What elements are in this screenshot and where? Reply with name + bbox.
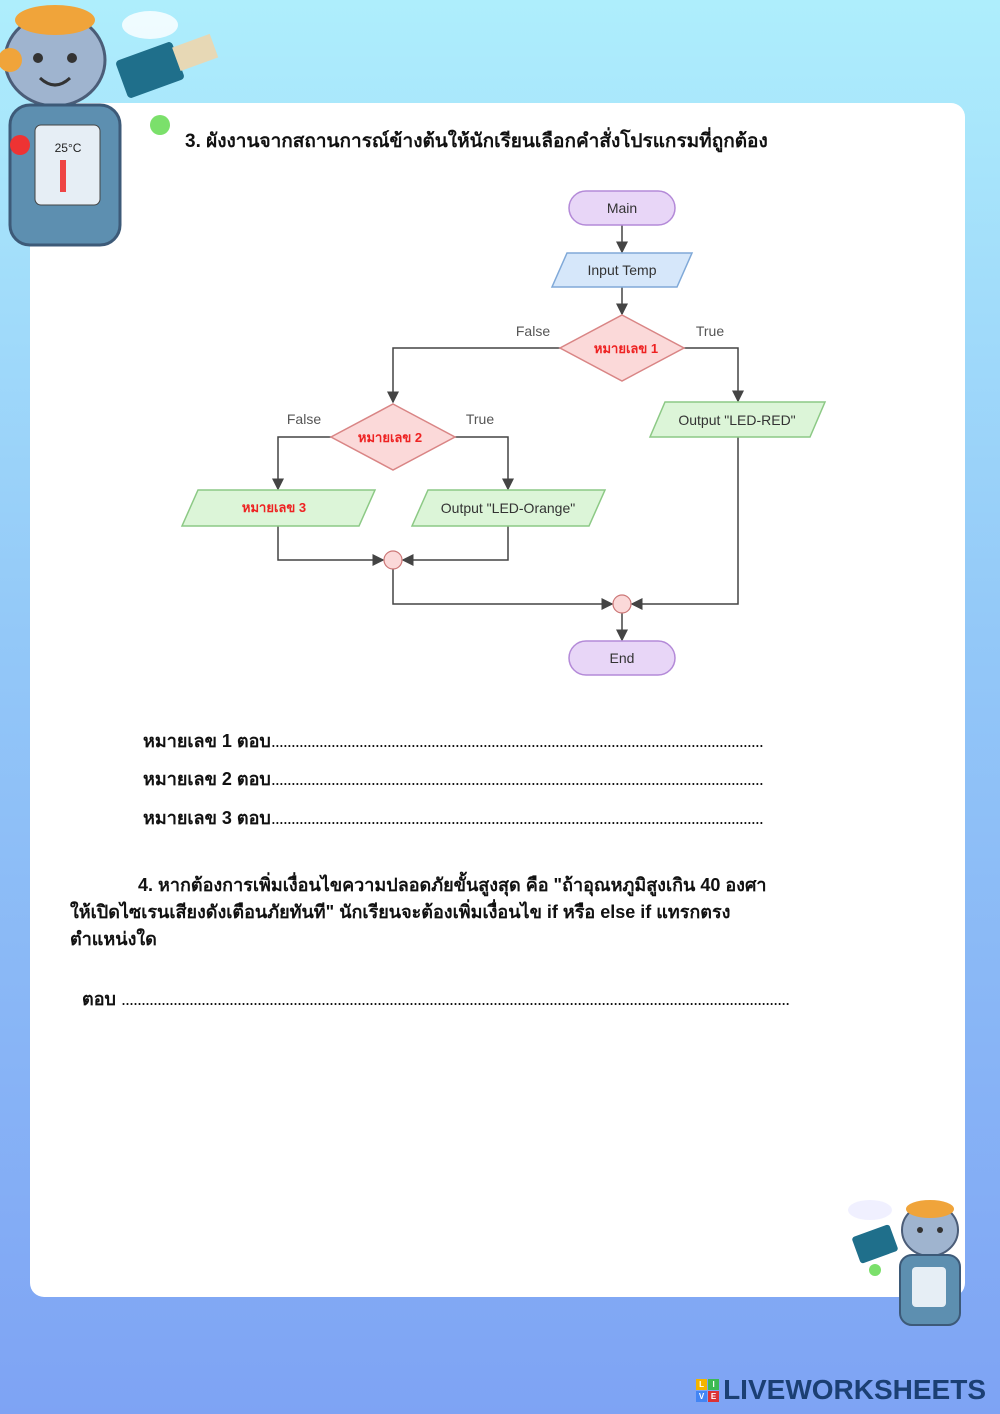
answer-1: หมายเลข 1 ตอบ...........................…: [143, 731, 764, 751]
output-led-red: Output "LED-RED": [648, 401, 827, 438]
question-4: 4. หากต้องการเพิ่มเงื่อนไขความปลอดภัยขั้…: [70, 875, 767, 949]
svg-text:Main: Main: [607, 200, 637, 216]
svg-text:หมายเลข 1: หมายเลข 1: [594, 341, 658, 356]
question-3-title: 3. ผังงานจากสถานการณ์ข้างต้นให้นักเรียนเ…: [185, 131, 768, 152]
svg-text:หมายเลข 2: หมายเลข 2: [358, 430, 422, 445]
robot-illustration-bottom: [848, 1200, 961, 1326]
svg-text:Output "LED-RED": Output "LED-RED": [678, 412, 795, 428]
start-node: Main: [568, 190, 676, 226]
answer-4-blank[interactable]: ........................................…: [120, 989, 790, 1009]
worksheet-card: [30, 103, 965, 1297]
answer-2-blank[interactable]: ........................................…: [270, 769, 764, 789]
svg-text:End: End: [610, 650, 635, 666]
answer-3-blank[interactable]: ........................................…: [270, 808, 764, 828]
answer-4: ตอบ ....................................…: [82, 989, 790, 1009]
true-label: True: [466, 411, 494, 427]
connector: [383, 550, 403, 570]
answer-3: หมายเลข 3 ตอบ...........................…: [143, 808, 764, 828]
thermometer-display: 25°C: [55, 141, 82, 155]
false-label: False: [287, 411, 321, 427]
svg-text:Input Temp: Input Temp: [587, 262, 656, 278]
answer-1-blank[interactable]: ........................................…: [270, 731, 764, 751]
end-node: End: [568, 640, 676, 676]
answer-2: หมายเลข 2 ตอบ...........................…: [143, 769, 764, 789]
decision-2: หมายเลข 2: [329, 403, 457, 471]
box-3: หมายเลข 3: [180, 489, 377, 527]
false-label: False: [516, 323, 550, 339]
flowchart: Main Input Temp หมายเลข 1 False True Out…: [180, 190, 827, 676]
input-node: Input Temp: [550, 252, 694, 288]
decision-1: หมายเลข 1: [558, 314, 686, 382]
output-led-orange: Output "LED-Orange": [410, 489, 607, 527]
robot-illustration-top: 25°C: [0, 5, 219, 247]
true-label: True: [696, 323, 724, 339]
connector: [612, 594, 632, 614]
svg-text:Output "LED-Orange": Output "LED-Orange": [441, 500, 575, 516]
svg-text:หมายเลข 3: หมายเลข 3: [242, 500, 306, 515]
